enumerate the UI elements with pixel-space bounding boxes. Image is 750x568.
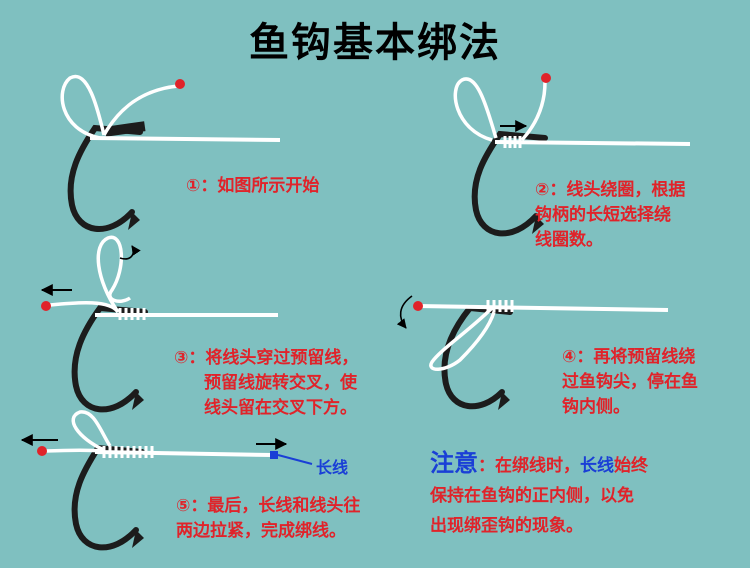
step2-caption: ②：线头绕圈，根据 钩柄的长短选择绕 线圈数。 xyxy=(535,178,685,253)
step4-line2: 过鱼钩尖，停在鱼 xyxy=(562,372,698,392)
curved-arrow-icon xyxy=(396,295,413,329)
step5-line1: ⑤：最后，长线和线头往 xyxy=(176,496,361,516)
step4-line1: ④：再将预留线绕 xyxy=(562,347,696,367)
line-tip-dot xyxy=(41,301,51,311)
line-tip-dot xyxy=(37,446,47,456)
note-block: 注意：在绑线时，长线始终 保持在鱼钩的正内侧，以免 出现绑歪钩的现象。 xyxy=(430,448,648,541)
long-line-label: 长线 xyxy=(316,458,349,477)
line-tip-dot xyxy=(541,73,551,83)
step2-line2: 钩柄的长短选择绕 xyxy=(535,205,671,225)
step4-illustration xyxy=(396,295,669,410)
note-heading: 注意 xyxy=(430,449,478,477)
step4-caption: ④：再将预留线绕 过鱼钩尖，停在鱼 钩内侧。 xyxy=(562,345,698,420)
step4-line3: 钩内侧。 xyxy=(562,397,630,417)
step3-illustration xyxy=(40,235,278,413)
step3-caption: ③：将线头穿过预留线， 预留线旋转交叉，使 线头留在交叉下方。 xyxy=(174,346,358,421)
step3-line1: ③：将线头穿过预留线， xyxy=(174,348,359,368)
note-part1: 在绑线时， xyxy=(495,456,580,476)
step1-illustration xyxy=(60,74,281,232)
step1-caption: ①：如图所示开始 xyxy=(186,174,319,199)
step5-caption: ⑤：最后，长线和线头往 两边拉紧，完成绑线。 xyxy=(176,494,360,544)
note-colon: ： xyxy=(478,456,495,476)
line-tip-dot xyxy=(175,79,185,89)
note-part2: 始终 xyxy=(614,456,648,476)
note-line2: 保持在鱼钩的正内侧，以免 xyxy=(430,486,634,506)
long-line-pointer xyxy=(277,454,313,465)
step5-line2: 两边拉紧，完成绑线。 xyxy=(176,521,346,541)
step5-illustration xyxy=(20,410,313,551)
step2-line1: ②：线头绕圈，根据 xyxy=(535,180,686,200)
note-line3: 出现绑歪钩的现象。 xyxy=(430,516,583,536)
page-title: 鱼钩基本绑法 xyxy=(249,20,501,66)
note-highlight: 长线 xyxy=(580,456,614,476)
long-line-marker xyxy=(270,451,278,459)
step1-text: ①：如图所示开始 xyxy=(186,176,320,196)
step3-line3: 线头留在交叉下方。 xyxy=(204,398,357,418)
step2-illustration xyxy=(453,73,691,237)
step3-line2: 预留线旋转交叉，使 xyxy=(204,373,357,393)
line-tip-dot xyxy=(413,301,423,311)
rotate-arrow-icon xyxy=(119,245,141,260)
step2-line3: 线圈数。 xyxy=(535,230,603,250)
